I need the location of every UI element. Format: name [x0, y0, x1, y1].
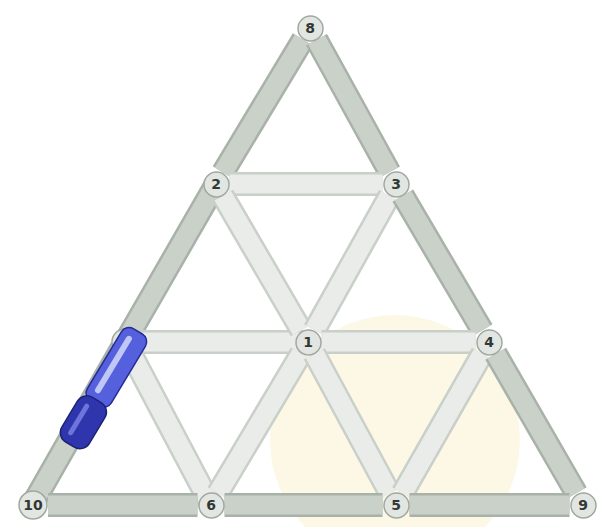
number-joint: 1: [295, 329, 322, 356]
number-joint: 9: [570, 492, 597, 519]
stick: [218, 354, 301, 494]
joint-number: 6: [206, 498, 216, 512]
number-joint: 2: [203, 171, 230, 198]
number-joint: 6: [198, 492, 225, 519]
stick: [225, 505, 383, 506]
stick: [322, 342, 476, 343]
joint-number: 2: [211, 177, 221, 191]
number-joint: 10: [18, 490, 48, 520]
stick: [230, 184, 383, 185]
stick: [314, 354, 389, 493]
stick: [223, 196, 301, 331]
joint-number: 10: [23, 498, 42, 512]
hidden-joint-sticks: [32, 184, 308, 505]
stick: [410, 505, 570, 506]
joint-number: 1: [303, 335, 313, 349]
pen-body: [56, 323, 151, 453]
stick: [403, 196, 482, 331]
joint-number: 5: [391, 498, 401, 512]
stick: [315, 196, 390, 330]
stick: [317, 40, 390, 172]
stick: [48, 505, 198, 506]
joint-number: 4: [484, 335, 494, 349]
number-joint: 5: [383, 492, 410, 519]
number-joint: 3: [383, 171, 410, 198]
number-joint: 8: [297, 15, 324, 42]
stick: [223, 40, 303, 173]
joint-number: 8: [305, 21, 315, 35]
stick: [403, 354, 483, 494]
stick: [496, 354, 577, 494]
number-joint: 4: [476, 329, 503, 356]
joint-number: 9: [578, 498, 588, 512]
joint-number: 3: [391, 177, 401, 191]
